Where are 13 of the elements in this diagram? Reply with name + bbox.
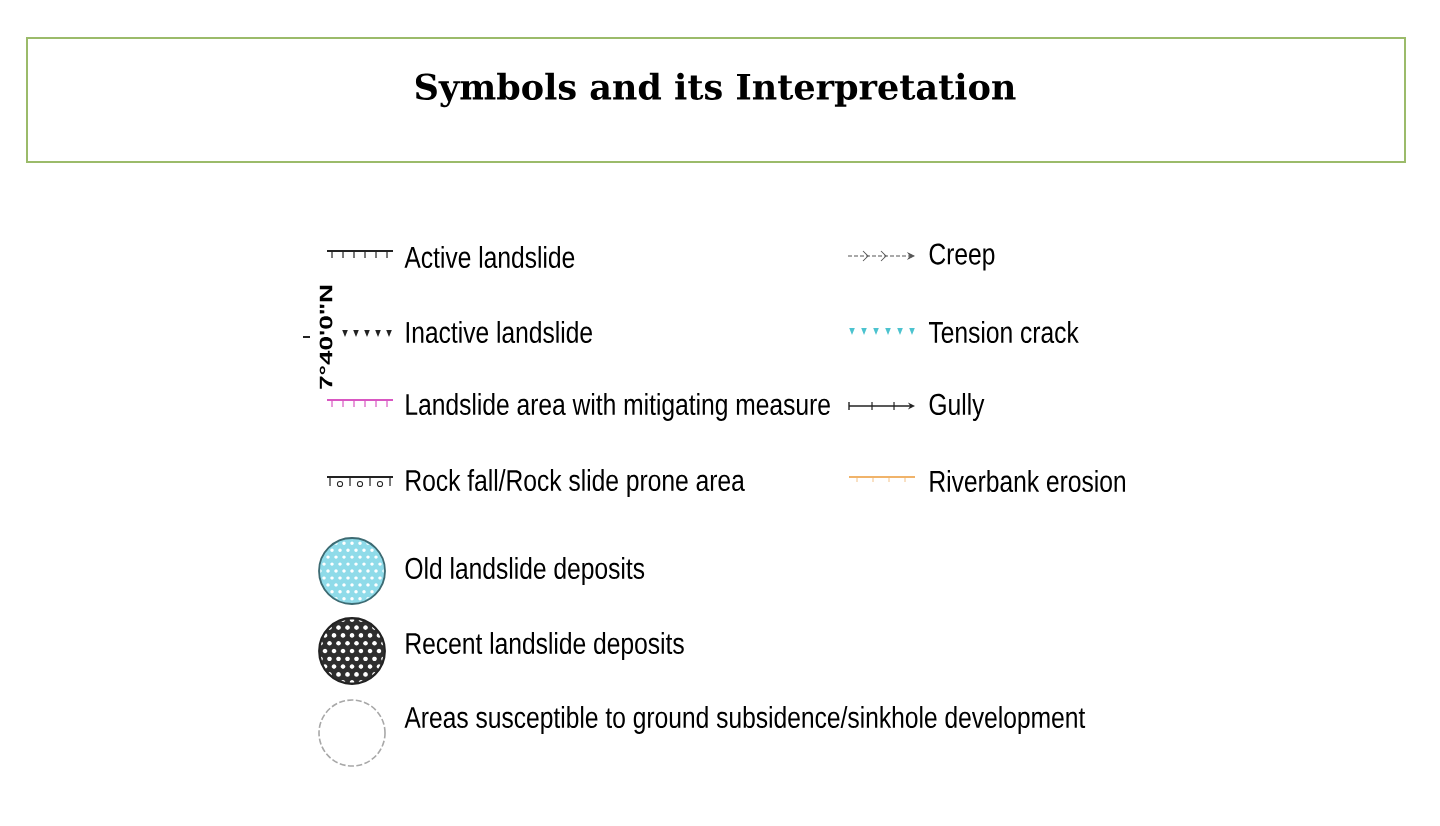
title-box: Symbols and its Interpretation <box>26 37 1406 163</box>
legend-label: Riverbank erosion <box>930 470 1125 492</box>
legend-label: Areas susceptible to ground subsidence/sinkhole development <box>404 706 1086 734</box>
legend-label: Old landslide deposits <box>405 557 645 585</box>
legend-label: Landslide area with mitigating measure <box>406 393 830 421</box>
legend-label: Inactive landslide <box>406 321 592 343</box>
coordinate-label: 7°40'0"N <box>319 285 333 389</box>
legend-label: Recent landslide deposits <box>406 632 684 660</box>
legend-label: Rock fall/Rock slide prone area <box>406 469 745 497</box>
legend-label: Active landslide <box>404 246 575 268</box>
legend-label: Tension crack <box>929 321 1079 343</box>
legend-label: Gully <box>929 393 985 421</box>
legend-label: Creep <box>929 243 995 271</box>
